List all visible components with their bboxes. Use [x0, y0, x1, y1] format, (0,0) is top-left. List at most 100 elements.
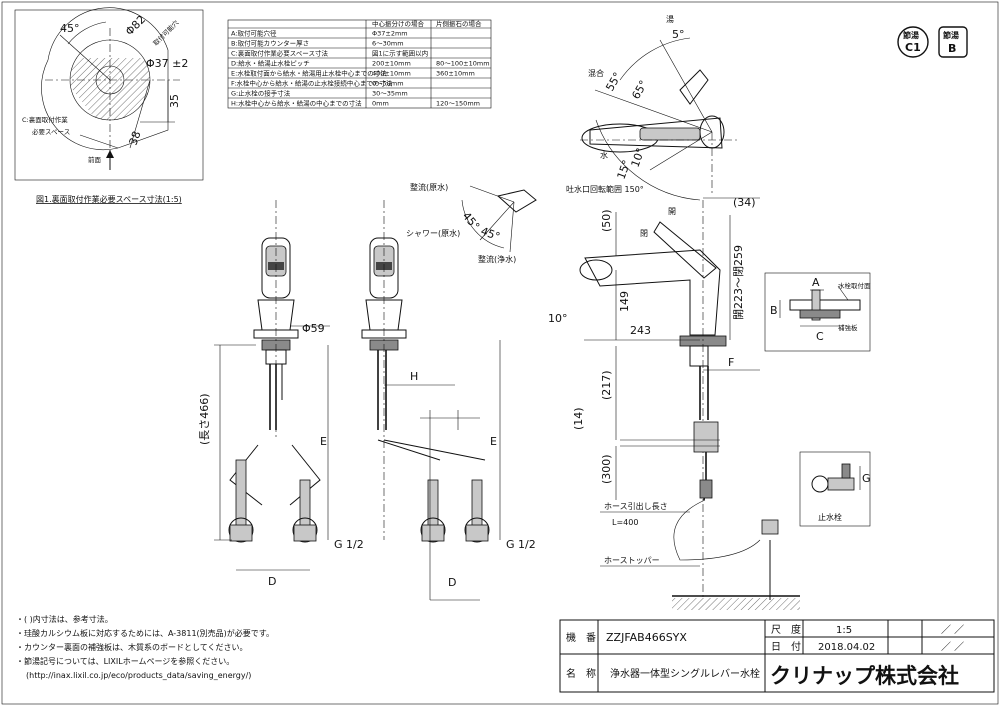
title-block: 機 番 ZZJFAB466SYX 尺 度 1:5 日 付 2018.04.02 … [559, 619, 995, 693]
spec-cell-v2: 80～100±10mm [436, 60, 490, 68]
front-d: D [268, 575, 276, 588]
spec-cell-label: E:水栓取付面から給水・給湯用止水栓中心までの寸法 [231, 69, 387, 78]
profile-a10: 10° [548, 312, 568, 325]
profile-d34: (34) [733, 196, 756, 209]
mount-board: 補強板 [838, 323, 858, 332]
profile-close: 閉 [640, 229, 648, 238]
profile-f: F [728, 356, 734, 369]
tb-scale-label: 尺 度 [771, 623, 801, 636]
hole-caption: 図1.裏面取付作業必要スペース寸法(1:5) [36, 194, 182, 204]
profile-d50: (50) [600, 209, 613, 232]
tb-slash-1: ／ ／ [941, 624, 964, 636]
valve-g: G [862, 472, 871, 485]
badge-c1: 節湯 C1 [897, 26, 929, 58]
spec-header-1: 中心振分けの場合 [372, 19, 425, 28]
profile-d14: (14) [572, 407, 585, 430]
spec-cell-v2: 120～150mm [436, 100, 480, 108]
spec-cell-label: C:裏面取付作業必要スペース寸法 [231, 49, 328, 58]
hole-dia: Φ37 ±2 [146, 57, 188, 70]
badge-b-bottom: B [948, 42, 956, 55]
tb-date: 2018.04.02 [818, 642, 875, 653]
profile-d243: 243 [630, 324, 651, 337]
mount-detail: B A C 水栓取付面 補強板 [764, 272, 871, 352]
tb-name-label: 名 称 [566, 667, 596, 680]
hole-angle: 45° [60, 22, 80, 35]
tb-scale: 1:5 [836, 625, 852, 636]
top-spout-range: 吐水口回転範囲 150° [566, 184, 644, 194]
tb-model-label: 機 番 [566, 631, 596, 644]
hole-dia-outer: Φ82 [123, 13, 148, 38]
badge-c1-top: 節湯 [903, 30, 919, 40]
spray-ang1: 45° [460, 210, 482, 233]
note-2: ・珪酸カルシウム板に対応するためには、A-3811(別売品)が必要です。 [16, 628, 274, 638]
side-h: H [410, 370, 418, 383]
hole-dim-35: 35 [168, 94, 181, 108]
side-e: E [490, 435, 497, 448]
profile-d149: 149 [618, 291, 631, 312]
top-a5: 5° [672, 28, 685, 41]
top-a65: 65° [629, 78, 650, 101]
spec-cell-label: B:取付可能カウンター厚さ [231, 39, 309, 48]
note-4: ・節湯記号については、LIXILホームページを参照ください。 [16, 656, 234, 666]
side-view: H E D G 1/2 [361, 200, 536, 601]
spec-cell-v1: 0～50mm [372, 80, 404, 88]
tb-model: ZZJFAB466SYX [606, 631, 687, 644]
mount-face: 水栓取付面 [838, 281, 871, 290]
profile-view: (34) 開 閉 (50) 149 243 開223～閉259 10° (217… [548, 196, 800, 610]
profile-hose-2: L=400 [612, 518, 638, 527]
hole-dim-38: 38 [127, 129, 144, 147]
tb-company: クリナップ株式会社 [770, 664, 959, 688]
front-g: G 1/2 [334, 538, 364, 551]
notes: ・( )内寸法は、参考寸法。 ・珪酸カルシウム板に対応するためには、A-3811… [16, 614, 274, 680]
side-g: G 1/2 [506, 538, 536, 551]
top-hot: 湯 [666, 14, 674, 24]
profile-open: 開 [668, 207, 676, 216]
spec-cell-v1: 30～35mm [372, 90, 408, 98]
note-1: ・( )内寸法は、参考寸法。 [16, 614, 113, 624]
tb-slash-2: ／ ／ [941, 641, 964, 653]
side-d: D [448, 576, 456, 589]
hole-detail: 45° Φ82 取付可能穴 Φ37 ±2 35 38 C:裏面取付作業 必要スペ… [14, 7, 204, 204]
top-a15: 15° [615, 158, 634, 181]
spec-cell-label: G:止水栓の接手寸法 [231, 89, 291, 98]
hole-space-label-2: 必要スペース [32, 127, 70, 136]
note-3: ・カウンター裏面の補強板は、木質系のボードとしてください。 [16, 642, 248, 652]
spec-cell-label: H:水栓中心から給水・給湯の中心までの寸法 [231, 99, 362, 108]
hole-space-label-1: C:裏面取付作業 [22, 115, 68, 124]
front-view: Φ59 (長さ466) E D G 1/2 [198, 200, 364, 588]
spec-cell-v1: 6～30mm [372, 40, 404, 48]
hole-dia-label: 取付可能穴 [151, 18, 181, 48]
badge-b: 節湯 B [938, 26, 968, 58]
spray-a1: 整流(原水) [410, 182, 448, 192]
front-length: (長さ466) [198, 393, 211, 445]
top-view: 湯 5° 混合 55° 65° 水 10° 15° 吐水口回転範囲 150° [566, 14, 740, 201]
spray-a3: 整流(浄水) [478, 254, 516, 264]
badge-c1-bottom: C1 [905, 41, 921, 54]
top-a55: 55° [603, 70, 624, 93]
spec-cell-v1: 図1に示す範囲以内 [372, 49, 428, 58]
tb-date-label: 日 付 [771, 640, 801, 653]
spec-cell-v1: Φ37±2mm [372, 30, 408, 38]
spray-a2: シャワー(原水) [406, 228, 460, 238]
mount-a: A [812, 276, 820, 289]
spec-cell-v1: 200±10mm [372, 60, 411, 68]
top-a10: 10° [629, 146, 648, 169]
hole-front: 前面 [88, 155, 102, 164]
mount-c: C [816, 330, 824, 343]
spec-cell-v2: 360±10mm [436, 70, 475, 78]
valve-label: 止水栓 [818, 512, 842, 522]
front-dia: Φ59 [302, 322, 325, 335]
badge-b-top: 節湯 [943, 30, 959, 40]
spray-detail: 整流(原水) シャワー(原水) 整流(浄水) 45° 45° [406, 182, 537, 264]
spec-header-2: 片側振石の場合 [436, 19, 482, 28]
profile-d217: (217) [600, 370, 613, 400]
profile-stopper: ホーストッパー [604, 556, 660, 565]
top-mix: 混合 [588, 68, 604, 78]
front-e: E [320, 435, 327, 448]
spec-cell-v1: 0mm [372, 100, 389, 108]
spec-cell-v1: 400±10mm [372, 70, 411, 78]
